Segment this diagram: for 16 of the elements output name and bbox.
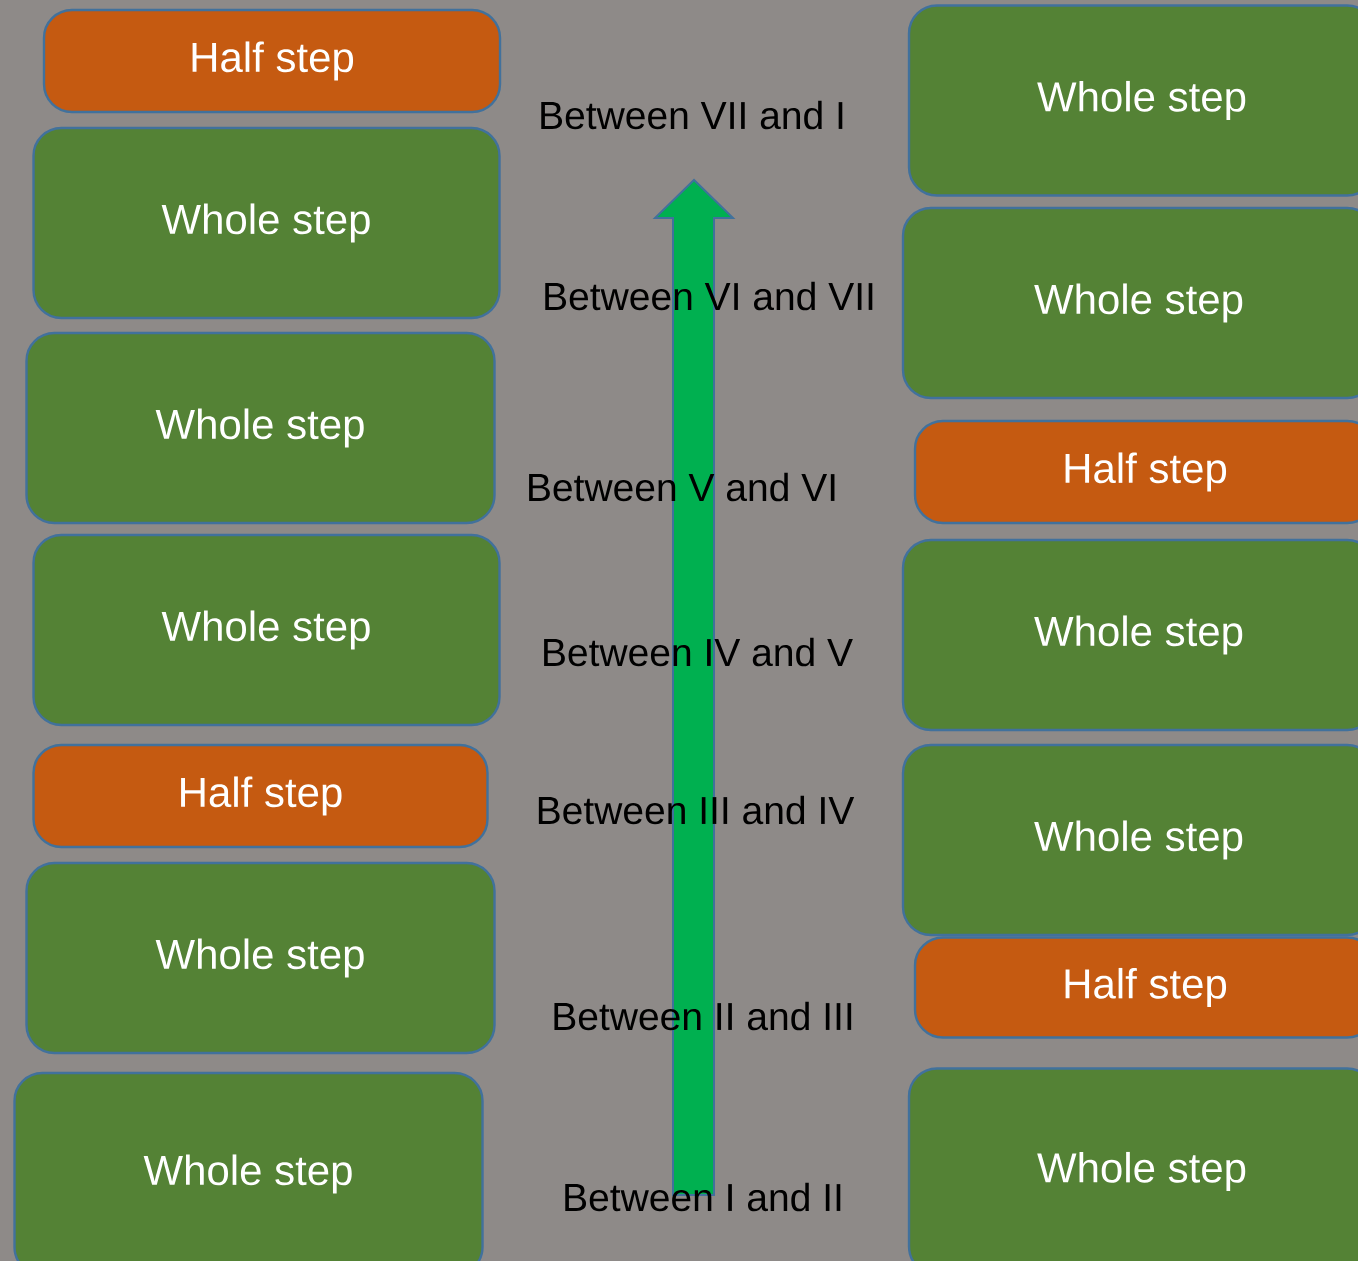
- step-box: Whole step: [901, 206, 1358, 400]
- step-box: Whole step: [907, 4, 1358, 197]
- step-box: Half step: [913, 419, 1358, 525]
- step-box: Whole step: [901, 743, 1358, 937]
- step-box: Whole step: [25, 861, 496, 1055]
- step-box: Whole step: [901, 538, 1358, 732]
- interval-label: Between VII and I: [541, 100, 843, 130]
- step-box: Whole step: [32, 533, 501, 727]
- step-box: Half step: [32, 743, 489, 849]
- interval-label: Between I and II: [565, 1182, 841, 1212]
- step-box: Half step: [42, 8, 502, 114]
- step-box: Half step: [913, 936, 1358, 1039]
- step-box: Whole step: [25, 331, 496, 525]
- step-box: Whole step: [907, 1067, 1358, 1261]
- step-box: Whole step: [13, 1071, 484, 1261]
- step-box: Whole step: [32, 126, 501, 320]
